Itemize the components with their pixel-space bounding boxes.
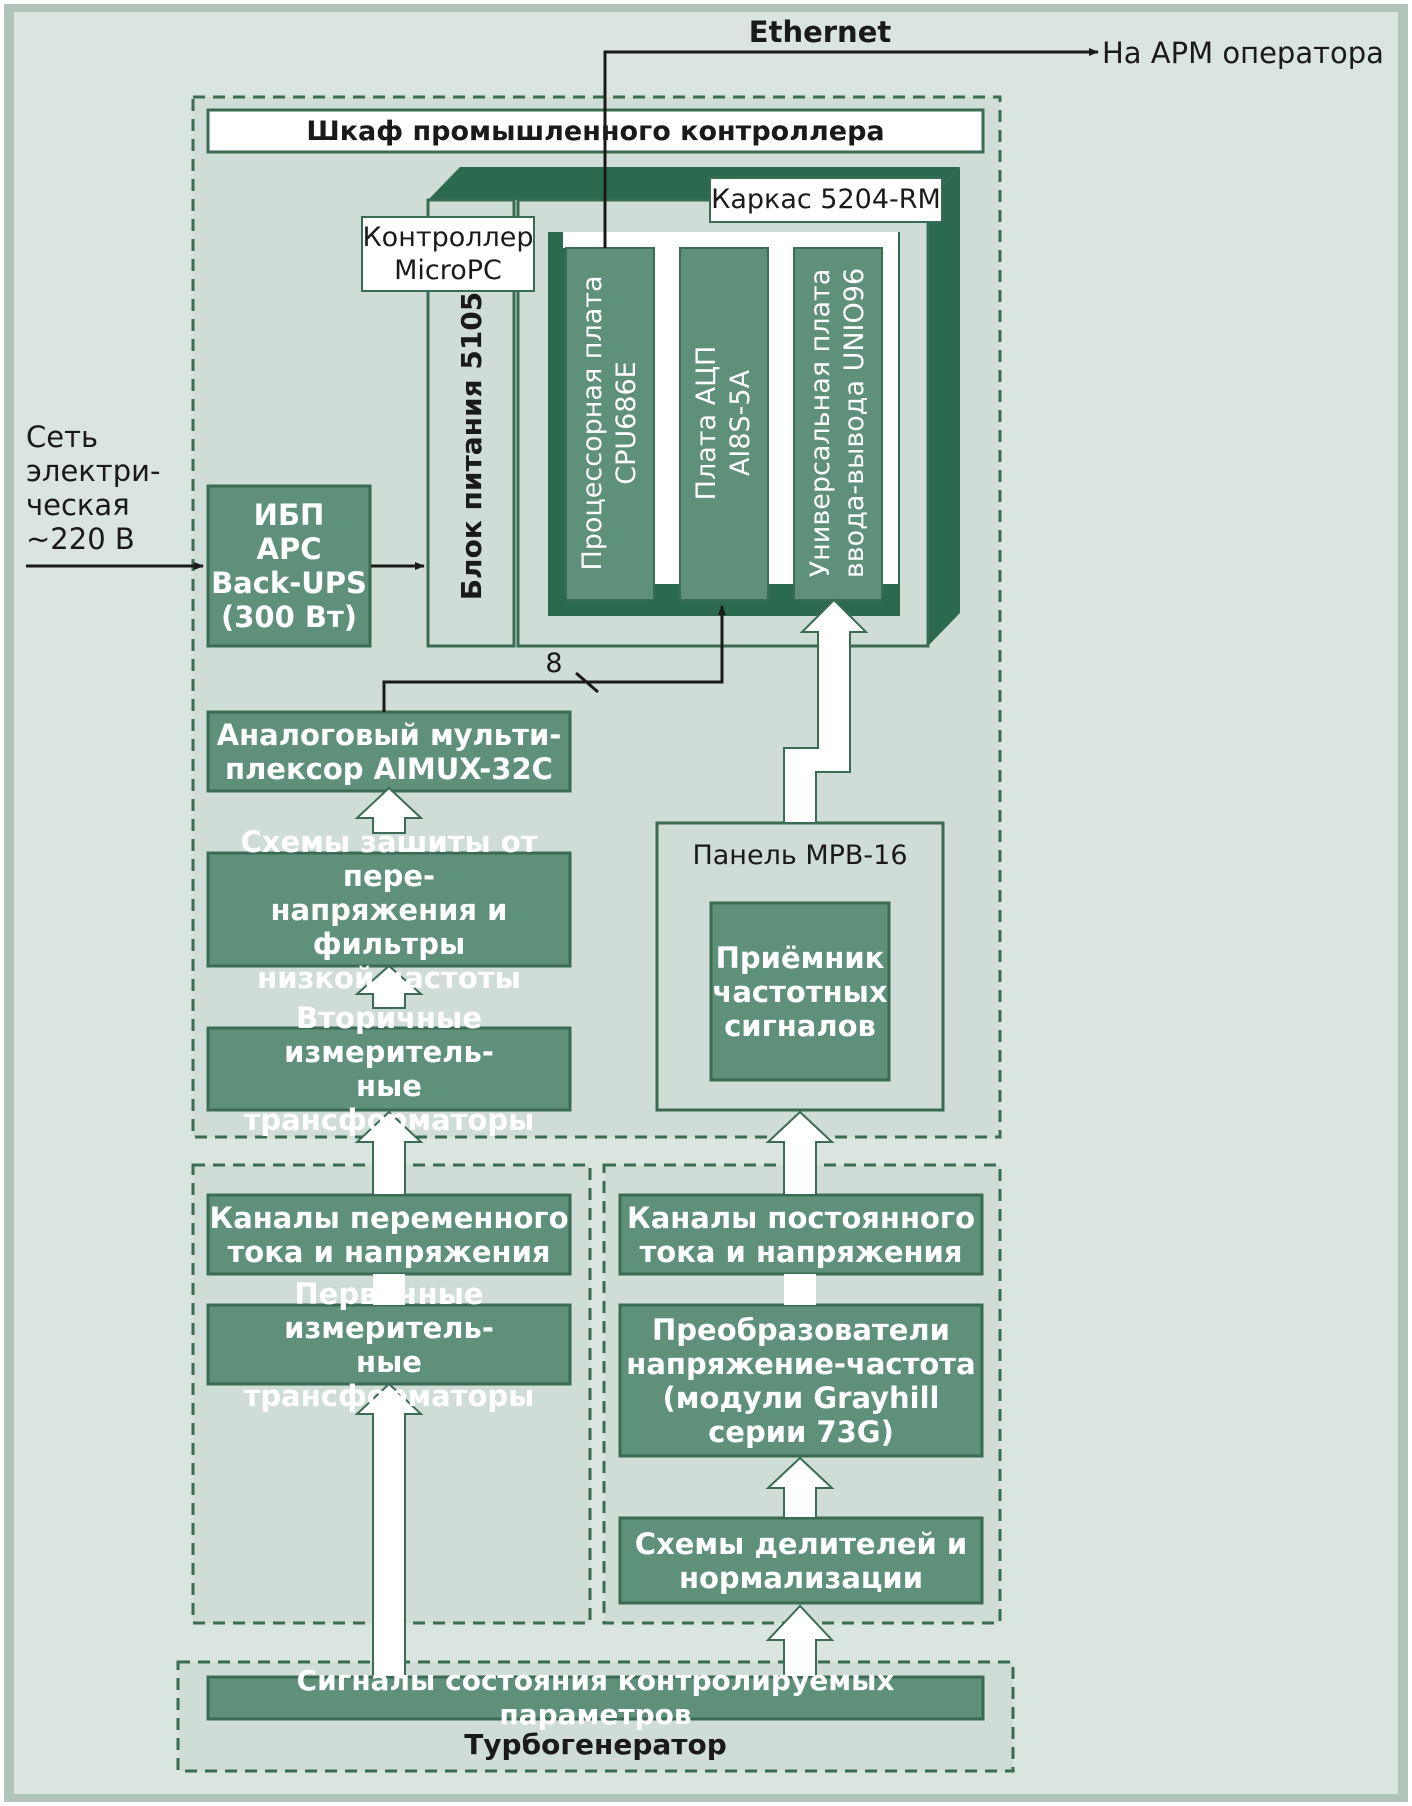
arrow-to-converters (765, 1456, 835, 1519)
primary-transformers-box (206, 1303, 572, 1386)
cabinet-title-bar (206, 108, 985, 154)
ethernet-label: Ethernet (748, 15, 892, 49)
bus-width-label: 8 (545, 648, 563, 679)
dc-channels-label: Каналы постоянного тока и напряжения (626, 1200, 975, 1269)
ac-channels-box (206, 1193, 572, 1276)
secondary-transformers-box (206, 1026, 572, 1112)
cabinet-title: Шкаф промышленного контроллера (306, 115, 885, 147)
controller-label-box (361, 216, 535, 292)
bus-slash (575, 671, 599, 694)
dc-link (784, 1274, 816, 1305)
dc-channels-box (618, 1193, 984, 1276)
mpb-panel-title: Панель MPB-16 (692, 840, 908, 871)
chassis-label-box (709, 177, 943, 223)
mux-to-adc-line (382, 605, 726, 712)
power-supply-label: Блок питания 5105 (454, 291, 488, 601)
ups-label: ИБП APC Back-UPS (300 Вт) (211, 498, 367, 634)
arrow-to-mpb-panel (765, 1110, 835, 1196)
primary-transformers-label: Первичные измеритель- ные трансформаторы (244, 1277, 535, 1413)
protection-label: Схемы зашиты от пере- напряжения и фильт… (240, 825, 537, 995)
dividers-box (618, 1516, 984, 1605)
ethernet-line (603, 48, 1099, 248)
converters-label: Преобразователи напряжение-частота (моду… (626, 1312, 976, 1449)
arrow-to-dividers (765, 1604, 835, 1678)
board-cpu (565, 247, 655, 601)
bus-bar-slot-3 (880, 232, 898, 584)
ups-box (206, 484, 372, 648)
operator-label: На АРМ оператора (1102, 36, 1384, 70)
arrow-to-primary (354, 1382, 424, 1678)
board-adc-label: Плата АЦП AI8S-5A (691, 345, 756, 501)
arrow-to-unio-board (783, 598, 869, 824)
converters-box (618, 1303, 984, 1458)
board-adc (679, 247, 769, 601)
receiver-box (709, 901, 891, 1082)
signals-label: Сигналы состояния контролируемых парамет… (296, 1664, 895, 1731)
arrow-to-protection (354, 964, 424, 1009)
controller-label: Контроллер MicroPC (362, 222, 534, 286)
board-unio (793, 247, 883, 601)
ac-channels-label: Каналы переменного тока и напряжения (209, 1200, 569, 1269)
bus-bar-slot-1 (655, 232, 679, 584)
chassis-label: Каркас 5204-RM (711, 184, 941, 215)
arrow-to-secondary (354, 1110, 424, 1196)
signals-box (206, 1675, 985, 1721)
receiver-label: Приёмник частотных сигналов (712, 940, 888, 1043)
turbogenerator-title: Турбогенератор (464, 1727, 727, 1761)
dividers-label: Схемы делителей и нормализации (634, 1526, 968, 1595)
arrow-to-multiplexer (354, 786, 424, 834)
bus-bar-top (563, 232, 898, 248)
secondary-transformers-label: Вторичные измеритель- ные трансформаторы (244, 1001, 535, 1137)
ac-link (373, 1274, 405, 1305)
multiplexer-label: Аналоговый мульти- плексор AIMUX-32C (216, 717, 562, 786)
board-unio-label: Универсальная плата ввода-вывода UNIO96 (805, 267, 870, 579)
bus-bar-slot-2 (769, 232, 793, 584)
board-cpu-label: Процессорная плата CPU686E (577, 275, 642, 571)
mains-label: Сеть электри- ческая ~220 В (26, 420, 161, 556)
multiplexer-box (206, 710, 572, 793)
chassis-side-face (928, 167, 960, 646)
